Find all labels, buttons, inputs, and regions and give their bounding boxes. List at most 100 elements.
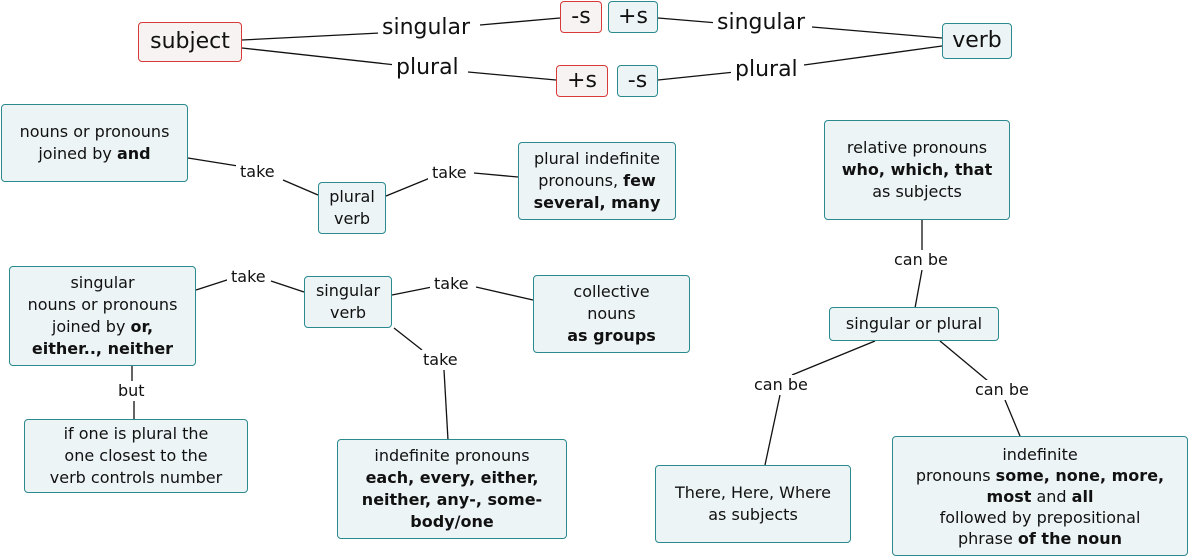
subject-node: subject — [138, 22, 242, 62]
text-line: singular — [70, 273, 135, 292]
collective-nouns-node: collective nouns as groups — [533, 275, 690, 353]
text-line: as subjects — [708, 505, 798, 524]
text-bold-line: each, every, either, — [365, 468, 539, 487]
text-line: verb controls number — [49, 468, 223, 487]
text-bold-line: neither, any-, some- — [361, 490, 543, 509]
line-take-plural-indef — [473, 172, 519, 178]
text-line: followed by prepositional — [939, 507, 1141, 527]
singular-label-right: singular — [713, 10, 810, 36]
text-part: joined by — [51, 317, 131, 336]
line-nouns-take — [187, 157, 239, 167]
text-line: if one is plural the — [63, 424, 209, 443]
text-line: nouns or pronouns — [27, 295, 178, 314]
text-part: pronouns — [915, 465, 996, 485]
text-bold-line: as groups — [567, 326, 656, 345]
line-take-singular-verb — [270, 280, 305, 293]
plural-label-right: plural — [731, 57, 802, 83]
take-label-plural-right: take — [428, 163, 471, 183]
text-bold: all — [1071, 486, 1094, 506]
text-line: singular or plural — [845, 314, 983, 333]
line-minus-s-plural — [657, 71, 736, 81]
text-line: joined by or, — [52, 316, 153, 338]
line-singular-verb-take-right — [391, 286, 433, 296]
subject-plural-suffix: +s — [556, 65, 608, 97]
text-line: as subjects — [872, 182, 962, 201]
text-part: joined by — [38, 144, 117, 163]
indefinite-pronouns-each-node: indefinite pronouns each, every, either,… — [337, 439, 567, 539]
plural-indefinite-pronouns: plural indefinite pronouns, few several,… — [518, 142, 676, 220]
line-sop-can-be-right — [939, 340, 989, 382]
text-line: joined by and — [38, 143, 150, 165]
indefinite-some-none-node: indefinite pronouns some, none, more, mo… — [892, 436, 1188, 556]
text-part: phrase — [957, 528, 1018, 548]
text-line: indefinite pronouns — [374, 446, 530, 465]
line-can-be-there — [764, 394, 781, 466]
text-line: pronouns some, none, more, — [916, 465, 1164, 486]
text-line: verb — [333, 209, 371, 228]
text-line: verb — [329, 303, 367, 322]
line-singular-nouns-take — [195, 278, 231, 291]
suffix-text: +s — [618, 4, 648, 29]
take-label-singular-down: take — [419, 350, 462, 370]
text-line: collective — [573, 282, 650, 301]
if-one-is-plural-node: if one is plural the one closest to the … — [24, 419, 248, 493]
line-take-indef — [443, 369, 449, 441]
text-line: plural indefinite — [533, 149, 661, 168]
text-part: and — [1031, 486, 1072, 506]
verb-node: verb — [942, 23, 1012, 59]
take-label-plural-left: take — [236, 162, 279, 182]
take-label-singular-right: take — [430, 274, 473, 294]
line-plural-verb — [803, 45, 943, 66]
singular-nouns-joined-by-or: singular nouns or pronouns joined by or,… — [9, 266, 196, 366]
line-can-be-some — [1004, 399, 1021, 437]
line-take-plural-verb — [282, 179, 319, 196]
text-bold-line: body/one — [410, 512, 494, 531]
can-be-label-top: can be — [890, 250, 952, 270]
nouns-joined-by-and: nouns or pronouns joined by and — [1, 104, 188, 182]
text-line: one closest to the — [64, 446, 208, 465]
text-line: singular — [315, 281, 381, 300]
line-singular-minus-s — [479, 17, 561, 26]
text-bold: and — [116, 144, 151, 163]
line-plural-plus-s — [467, 71, 557, 81]
line-sop-can-be-left — [791, 340, 876, 376]
text-bold-line: who, which, that — [841, 160, 993, 179]
text-bold: of the noun — [1017, 528, 1123, 548]
text-bold: some, none, more, — [995, 465, 1165, 485]
text-line: There, Here, Where — [675, 483, 831, 502]
line-subject-plural — [241, 47, 397, 66]
singular-verb-node: singular verb — [304, 276, 392, 328]
line-plural-verb-take — [385, 177, 431, 197]
can-be-label-left: can be — [750, 375, 812, 395]
text-line: plural — [329, 187, 375, 206]
but-label: but — [114, 381, 149, 401]
suffix-text: -s — [627, 68, 648, 93]
line-take-collective — [475, 286, 534, 301]
text-bold: or, — [130, 317, 154, 336]
can-be-label-right: can be — [971, 380, 1033, 400]
text-line: most and all — [987, 486, 1094, 507]
line-subject-singular — [241, 32, 381, 41]
plural-verb-node: plural verb — [318, 182, 386, 234]
text-line: relative pronouns — [846, 138, 988, 157]
suffix-text: -s — [571, 4, 591, 29]
text-line: phrase of the noun — [958, 528, 1122, 549]
text-bold-line: several, many — [533, 193, 661, 212]
verb-plural-suffix: -s — [617, 65, 658, 97]
there-here-where-node: There, Here, Where as subjects — [655, 465, 851, 543]
take-label-singular-left: take — [227, 267, 270, 287]
relative-pronouns-node: relative pronouns who, which, that as su… — [824, 120, 1010, 220]
text-line: nouns or pronouns — [19, 122, 170, 141]
verb-singular-suffix: +s — [608, 1, 658, 33]
line-singular-verb-take-down — [393, 327, 423, 351]
text-line: pronouns, few — [538, 170, 655, 192]
text-bold: few — [623, 171, 656, 190]
verb-text: verb — [952, 28, 1002, 53]
text-part: pronouns, — [538, 171, 624, 190]
text-line: nouns — [587, 304, 636, 323]
line-can-be-singular-or-plural — [914, 269, 923, 309]
text-bold-line: either.., neither — [31, 339, 174, 358]
text-line: indefinite — [1002, 444, 1078, 464]
singular-label-left: singular — [378, 15, 475, 41]
